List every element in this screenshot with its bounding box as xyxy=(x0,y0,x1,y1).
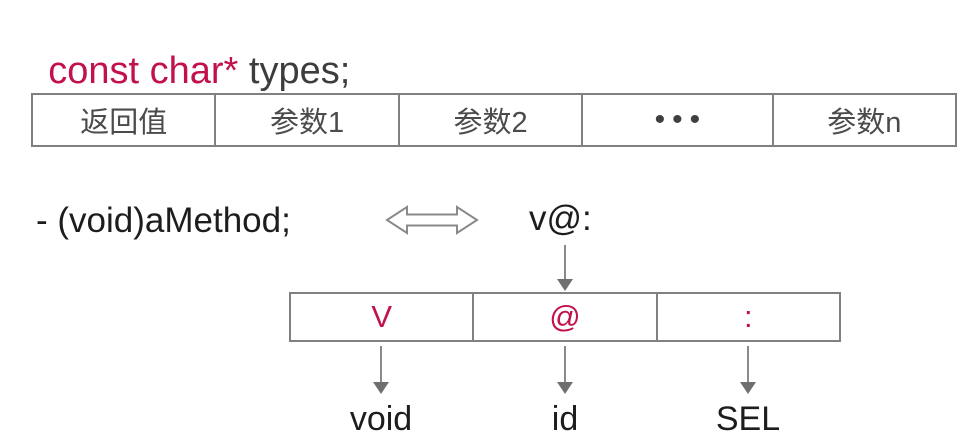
cell-ellipsis: ••• xyxy=(581,95,771,145)
title-code-keyword: const char* xyxy=(48,50,239,92)
page-title: const char* types; xyxy=(6,2,350,140)
cell-param-2: 参数2 xyxy=(397,95,581,145)
down-arrow-icon xyxy=(740,346,756,394)
type-encoding-table: V @ : xyxy=(289,292,841,342)
type-encoding-text: v@: xyxy=(529,199,592,238)
method-signature-table: 返回值 参数1 参数2 ••• 参数n xyxy=(31,93,957,147)
cell-at: @ xyxy=(472,294,655,340)
down-arrow-icon xyxy=(557,245,573,291)
label-void: void xyxy=(349,400,413,438)
cell-param-1: 参数1 xyxy=(214,95,397,145)
label-id: id xyxy=(551,400,579,438)
cell-return-value: 返回值 xyxy=(80,107,168,139)
double-headed-arrow-icon xyxy=(385,205,479,235)
cell-v: V xyxy=(371,299,392,334)
cell-colon: : xyxy=(655,294,839,340)
down-arrow-icon xyxy=(373,346,389,394)
label-sel: SEL xyxy=(715,400,781,438)
title-code-rest: types; xyxy=(238,50,351,92)
method-declaration-text: - (void)aMethod; xyxy=(36,201,291,240)
cell-param-n: 参数n xyxy=(771,95,955,145)
down-arrow-icon xyxy=(557,346,573,394)
